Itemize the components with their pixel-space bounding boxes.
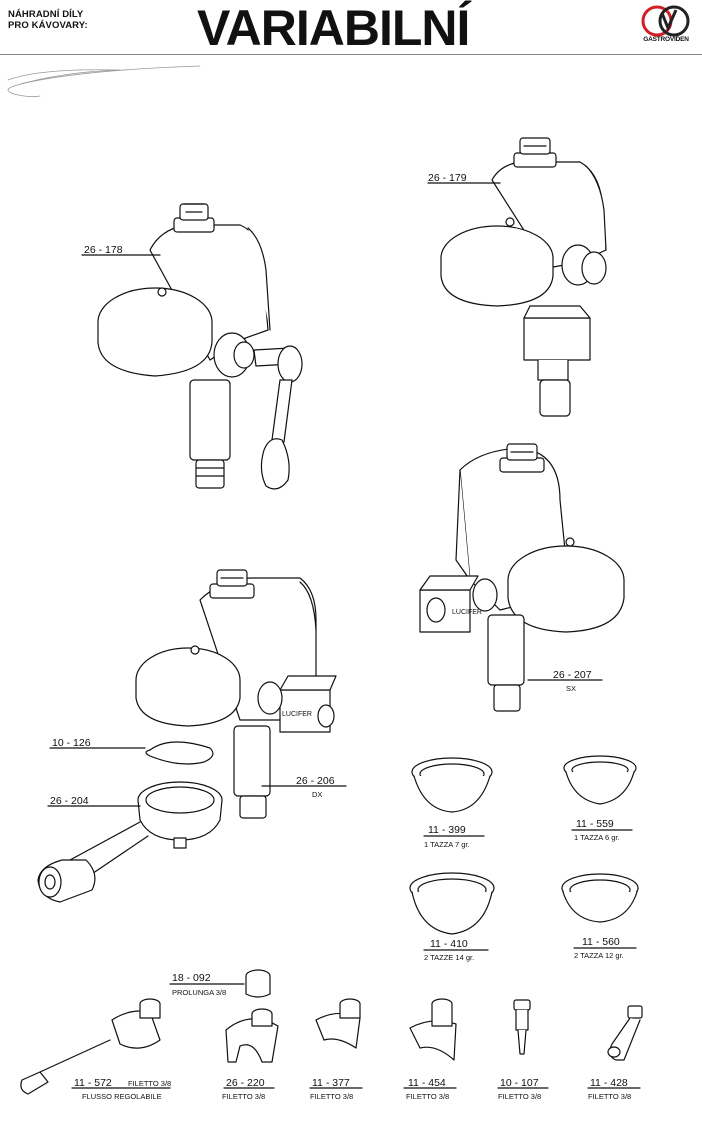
- label-26-207: 26 - 207: [553, 669, 592, 681]
- note-10-107: FILETTO 3/8: [498, 1092, 542, 1101]
- label-11-410: 11 - 410: [430, 938, 468, 950]
- header-divider: [0, 54, 702, 55]
- header-subtitle-line2: PRO KÁVOVARY:: [8, 20, 88, 31]
- note-11-399: 1 TAZZA 7 gr.: [424, 840, 470, 849]
- logo-icon: [641, 5, 690, 37]
- note-11-377: FILETTO 3/8: [310, 1092, 354, 1101]
- spring-10-126-drawing: [145, 741, 214, 765]
- group-head-26-178-drawing: [97, 203, 303, 490]
- label-18-092: 18 - 092: [172, 972, 211, 984]
- note-11-428: FILETTO 3/8: [588, 1092, 632, 1101]
- note-26-206: DX: [312, 790, 323, 799]
- group-head-26-179-drawing: [440, 137, 607, 417]
- header-subtitle: NÁHRADNÍ DÍLY PRO KÁVOVARY:: [8, 9, 88, 31]
- spout-10-107-drawing: [513, 999, 531, 1055]
- spout-11-428-drawing: [607, 1005, 643, 1061]
- filter-basket-11-399-drawing: [411, 757, 493, 813]
- label-26-204: 26 - 204: [50, 795, 89, 807]
- label-11-454: 11 - 454: [408, 1077, 446, 1089]
- label-26-179: 26 - 179: [428, 172, 467, 184]
- label-11-377: 11 - 377: [312, 1077, 350, 1089]
- extension-18-092-drawing: [245, 969, 271, 998]
- logo-text: GASTROVIDEN: [643, 36, 689, 43]
- note-18-092: PROLUNGA 3/8: [172, 988, 227, 997]
- label-26-178: 26 - 178: [84, 244, 123, 256]
- label-11-572: 11 - 572: [74, 1077, 112, 1089]
- page-title: VARIABILNÍ: [197, 0, 470, 56]
- portafilter-26-204-drawing: [37, 781, 223, 903]
- note-inline-11-572: FILETTO 3/8: [128, 1079, 172, 1088]
- group-head-26-207-drawing: LUCIFER: [419, 443, 625, 712]
- spout-11-572-drawing: [20, 998, 161, 1095]
- filter-basket-11-410-drawing: [409, 872, 495, 935]
- note-26-207: SX: [566, 684, 577, 693]
- gastroviden-logo: GASTROVIDEN: [636, 4, 696, 48]
- label-26-220: 26 - 220: [226, 1077, 265, 1089]
- filter-basket-11-560-drawing: [561, 873, 639, 923]
- note-11-572: FLUSSO REGOLABILE: [82, 1092, 162, 1101]
- header-subtitle-line1: NÁHRADNÍ DÍLY: [8, 9, 84, 20]
- header-swoosh: [7, 65, 201, 98]
- note-26-220: FILETTO 3/8: [222, 1092, 266, 1101]
- label-10-107: 10 - 107: [500, 1077, 539, 1089]
- note-11-560: 2 TAZZA 12 gr.: [574, 951, 624, 960]
- note-11-454: FILETTO 3/8: [406, 1092, 450, 1101]
- label-11-559: 11 - 559: [576, 818, 614, 830]
- solenoid-label-206: LUCIFER: [282, 711, 312, 718]
- spout-11-377-drawing: [315, 998, 361, 1049]
- label-11-428: 11 - 428: [590, 1077, 628, 1089]
- label-10-126: 10 - 126: [52, 737, 91, 749]
- spout-11-454-drawing: [409, 998, 457, 1061]
- note-11-410: 2 TAZZE 14 gr.: [424, 953, 475, 962]
- filter-basket-11-559-drawing: [563, 755, 637, 805]
- label-26-206: 26 - 206: [296, 775, 335, 787]
- spout-26-220-drawing: [225, 1008, 279, 1063]
- label-11-399: 11 - 399: [428, 824, 466, 836]
- label-11-560: 11 - 560: [582, 936, 620, 948]
- solenoid-label-207: LUCIFER: [452, 609, 482, 616]
- note-11-559: 1 TAZZA 6 gr.: [574, 833, 620, 842]
- group-head-26-206-drawing: LUCIFER: [135, 569, 337, 819]
